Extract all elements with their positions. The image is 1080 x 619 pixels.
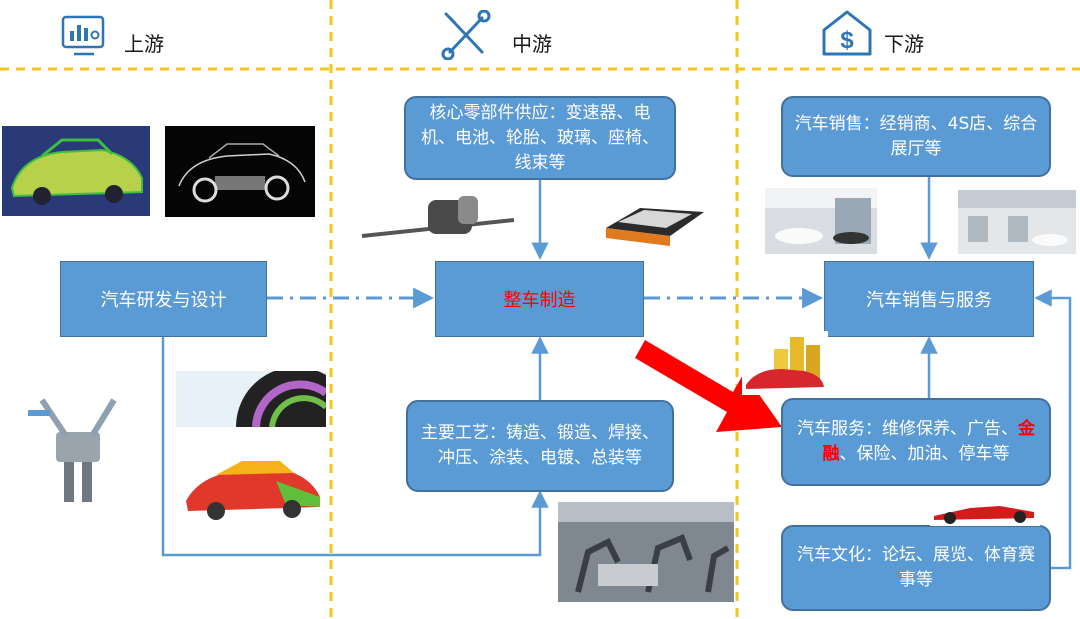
upstream-label: 上游 [124,32,164,56]
highlight-arrow [635,340,782,432]
culture-box: 汽车文化：论坛、展览、体育赛事等 [781,525,1051,611]
dealer-showroom-image-2 [958,190,1076,254]
components-label: 核心零部件供应：变速器、电机、电池、轮胎、玻璃、座椅、线束等 [421,102,659,173]
battery-pack-image [600,188,710,252]
components-box: 核心零部件供应：变速器、电机、电池、轮胎、玻璃、座椅、线束等 [404,96,676,180]
manufacturing-box: 整车制造 [435,261,644,337]
car-finance-coins-image [742,331,828,395]
manufacturing-label: 整车制造 [503,290,576,311]
monitor-chart-icon [61,15,105,56]
sales-service-label: 汽车销售与服务 [866,290,992,311]
car-body-design-image [2,126,150,216]
engine-piston-image [22,392,134,504]
factory-robots-image [558,502,734,602]
car-chassis-image [165,126,315,217]
car-simulation-image [176,441,326,533]
service-label-before: 汽车服务：维修保养、广告、 [797,419,1018,439]
midstream-label: 中游 [512,32,552,56]
culture-label: 汽车文化：论坛、展览、体育赛事等 [797,545,1035,590]
wrench-screwdriver-icon [441,10,491,60]
svg-text:$: $ [840,27,854,54]
process-box: 主要工艺：铸造、锻造、焊接、冲压、涂装、电镀、总装等 [406,400,674,492]
process-label: 主要工艺：铸造、锻造、焊接、冲压、涂装、电镀、总装等 [421,423,659,468]
dealer-showroom-image-1 [765,188,877,254]
rd-design-box: 汽车研发与设计 [60,261,267,337]
tire-image [176,371,326,427]
downstream-label: 下游 [884,32,924,56]
service-label: 汽车服务：维修保养、广告、金融、保险、加油、停车等 [793,417,1039,467]
finance-highlight: 金融 [822,419,1036,464]
sales-service-box: 汽车销售与服务 [824,261,1034,337]
motor-axle-image [358,190,518,250]
rd-design-label: 汽车研发与设计 [100,290,227,311]
service-label-after: 、保险、加油、停车等 [839,444,1010,464]
flow-rd-to-process [161,337,549,557]
car-sales-box: 汽车销售：经销商、4S店、综合展厅等 [781,96,1051,177]
service-box: 汽车服务：维修保养、广告、金融、保险、加油、停车等 [781,398,1051,486]
house-dollar-icon: $ [822,10,872,56]
flow-culture-to-sales [1034,289,1072,570]
car-sales-label: 汽车销售：经销商、4S店、综合展厅等 [794,113,1038,159]
race-car-image [930,492,1040,526]
